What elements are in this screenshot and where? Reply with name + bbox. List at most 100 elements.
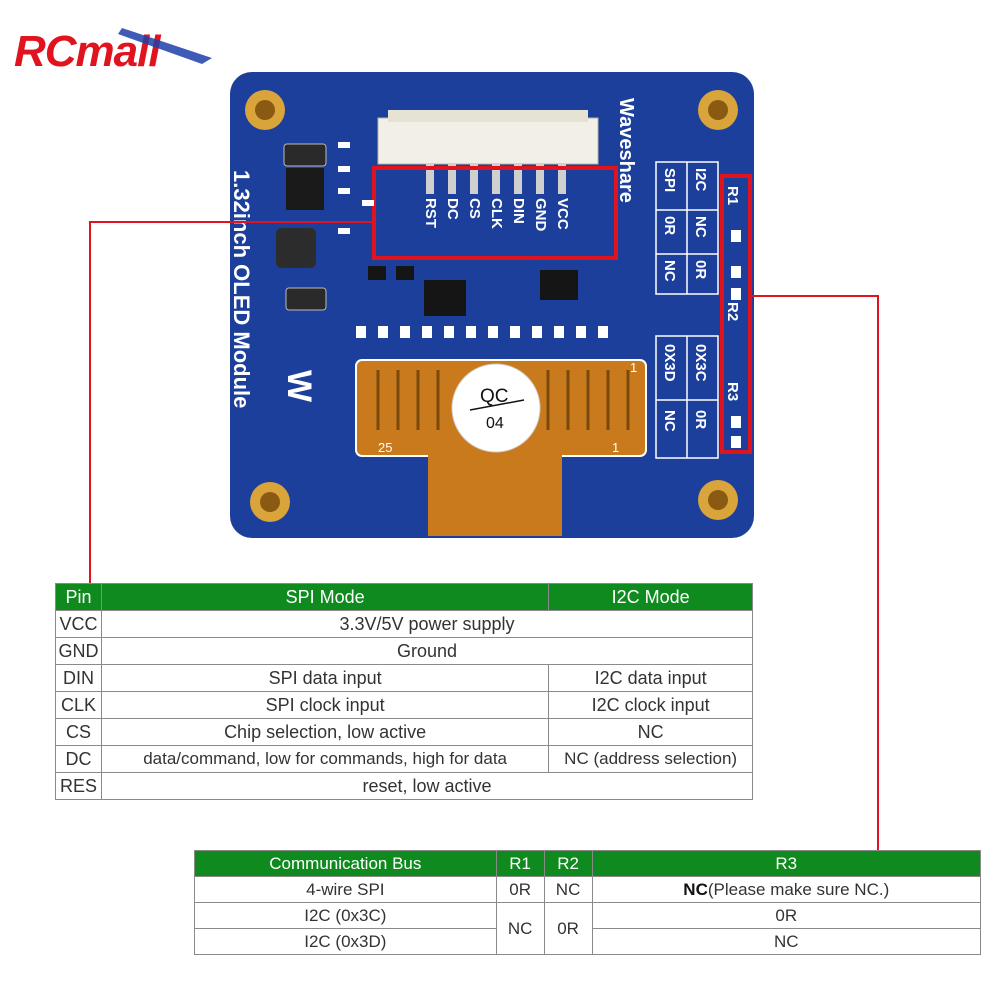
silk-label: I2C bbox=[692, 168, 709, 192]
vendor-label: Waveshare bbox=[615, 98, 637, 203]
spi-cell: SPI data input bbox=[100, 664, 550, 692]
header-pin: Pin bbox=[55, 583, 102, 611]
pin-label: CLK bbox=[488, 198, 505, 229]
transistor bbox=[396, 266, 414, 280]
desc-cell: Ground bbox=[100, 637, 754, 665]
fpc-ribbon bbox=[428, 454, 562, 536]
bus-cell: I2C (0x3C) bbox=[194, 902, 497, 929]
pin-label: RST bbox=[422, 198, 439, 228]
silk-label: 0X3D bbox=[661, 344, 678, 382]
pin-label: DC bbox=[444, 198, 461, 220]
silk-label: 0R bbox=[661, 216, 678, 235]
pin-label: CS bbox=[466, 198, 483, 219]
silk-label: 0R bbox=[692, 410, 709, 429]
i2c-cell: I2C data input bbox=[548, 664, 753, 692]
table-header-row: Pin SPI Mode I2C Mode bbox=[55, 583, 753, 611]
table-row: DC data/command, low for commands, high … bbox=[55, 745, 753, 773]
table-row: I2C (0x3C) NC 0R 0R bbox=[194, 902, 982, 955]
header-r1: R1 bbox=[495, 850, 545, 877]
resistor-highlight-box bbox=[720, 174, 752, 454]
i2c-cell: NC (address selection) bbox=[548, 745, 753, 773]
fpc-pin-label: 1 bbox=[612, 440, 619, 455]
header-r3: R3 bbox=[591, 850, 982, 877]
resistor-config-silkscreen bbox=[655, 161, 719, 459]
ic-chip bbox=[424, 280, 466, 316]
mounting-hole bbox=[250, 482, 290, 522]
silk-label: NC bbox=[692, 216, 709, 238]
fpc-pin-label: 25 bbox=[378, 440, 392, 455]
resistor-label: R2 bbox=[724, 302, 741, 321]
r1-cell: NC bbox=[495, 902, 545, 955]
waveshare-logo-icon: W bbox=[280, 370, 318, 403]
header-r2: R2 bbox=[543, 850, 593, 877]
i2c-cell: I2C clock input bbox=[548, 691, 753, 719]
pin-cell: DIN bbox=[55, 664, 102, 692]
table-row: DIN SPI data input I2C data input bbox=[55, 664, 753, 692]
bus-cell: 4-wire SPI bbox=[194, 876, 497, 903]
fpc-pin-label: 1 bbox=[630, 360, 637, 375]
pin-cell: DC bbox=[55, 745, 102, 773]
table-row: 4-wire SPI 0R NC NC(Please make sure NC.… bbox=[194, 876, 982, 903]
i2c-cell: NC bbox=[548, 718, 753, 746]
logo-swoosh bbox=[118, 28, 212, 64]
resistor-label: R1 bbox=[724, 186, 741, 205]
ic-chip bbox=[540, 270, 578, 300]
silk-label: NC bbox=[661, 260, 678, 282]
qc-label: QC bbox=[480, 386, 509, 407]
silk-label: 0X3C bbox=[692, 344, 709, 382]
table-row: VCC 3.3V/5V power supply bbox=[55, 610, 754, 638]
qc-number: 04 bbox=[486, 415, 504, 432]
component bbox=[285, 287, 327, 311]
mounting-hole bbox=[698, 90, 738, 130]
table-row: RES reset, low active bbox=[55, 772, 754, 800]
table-header-row: Communication Bus R1 R2 R3 bbox=[194, 850, 982, 877]
pin-cell: CLK bbox=[55, 691, 102, 719]
r3-emphasis: NC bbox=[683, 879, 708, 899]
resistor-callout-line bbox=[752, 295, 879, 850]
pin-description-table: Pin SPI Mode I2C Mode VCC 3.3V/5V power … bbox=[55, 583, 754, 800]
resistor-label: R3 bbox=[724, 382, 741, 401]
bus-cell: I2C (0x3D) bbox=[194, 928, 497, 955]
bus-config-table: Communication Bus R1 R2 R3 4-wire SPI 0R… bbox=[194, 850, 982, 955]
pin-cell: VCC bbox=[55, 610, 102, 638]
brand-logo: RCmall bbox=[14, 18, 224, 80]
table-row: CLK SPI clock input I2C clock input bbox=[55, 691, 753, 719]
silk-label: 0R bbox=[692, 260, 709, 279]
pin-label: VCC bbox=[554, 198, 571, 230]
header-bus: Communication Bus bbox=[194, 850, 497, 877]
spi-cell: data/command, low for commands, high for… bbox=[100, 745, 550, 773]
header-spi-mode: SPI Mode bbox=[100, 583, 550, 611]
spi-cell: Chip selection, low active bbox=[100, 718, 550, 746]
transistor bbox=[368, 266, 386, 280]
component bbox=[283, 143, 327, 167]
ic-chip bbox=[286, 168, 324, 210]
r2-cell: 0R bbox=[543, 902, 593, 955]
oled-module-board: RST DC CS CLK DIN GND VCC Waveshare 1.32… bbox=[228, 70, 758, 540]
spi-cell: SPI clock input bbox=[100, 691, 550, 719]
pin-label: GND bbox=[532, 198, 549, 232]
pin-cell: CS bbox=[55, 718, 102, 746]
r3-cell: 0R bbox=[591, 902, 982, 929]
r1-cell: 0R bbox=[495, 876, 545, 903]
mounting-hole bbox=[698, 480, 738, 520]
pin-cell: RES bbox=[55, 772, 102, 800]
mounting-hole bbox=[245, 90, 285, 130]
pin-label: DIN bbox=[510, 198, 527, 224]
connector-pins bbox=[426, 164, 566, 194]
pin-header-connector bbox=[377, 117, 599, 165]
r3-note: (Please make sure NC.) bbox=[707, 879, 890, 899]
resistor-pads bbox=[731, 230, 741, 448]
desc-cell: 3.3V/5V power supply bbox=[100, 610, 754, 638]
pin-highlight-box bbox=[372, 166, 618, 260]
desc-cell: reset, low active bbox=[100, 772, 754, 800]
table-row: CS Chip selection, low active NC bbox=[55, 718, 753, 746]
qc-sticker bbox=[451, 363, 541, 453]
silk-label: NC bbox=[661, 410, 678, 432]
table-row: GND Ground bbox=[55, 637, 754, 665]
model-label: 1.32inch OLED Module bbox=[229, 170, 254, 408]
r2-cell: NC bbox=[543, 876, 593, 903]
pin-cell: GND bbox=[55, 637, 102, 665]
header-i2c-mode: I2C Mode bbox=[548, 583, 753, 611]
r3-cell: NC bbox=[591, 928, 982, 955]
r3-cell: NC(Please make sure NC.) bbox=[591, 876, 982, 903]
